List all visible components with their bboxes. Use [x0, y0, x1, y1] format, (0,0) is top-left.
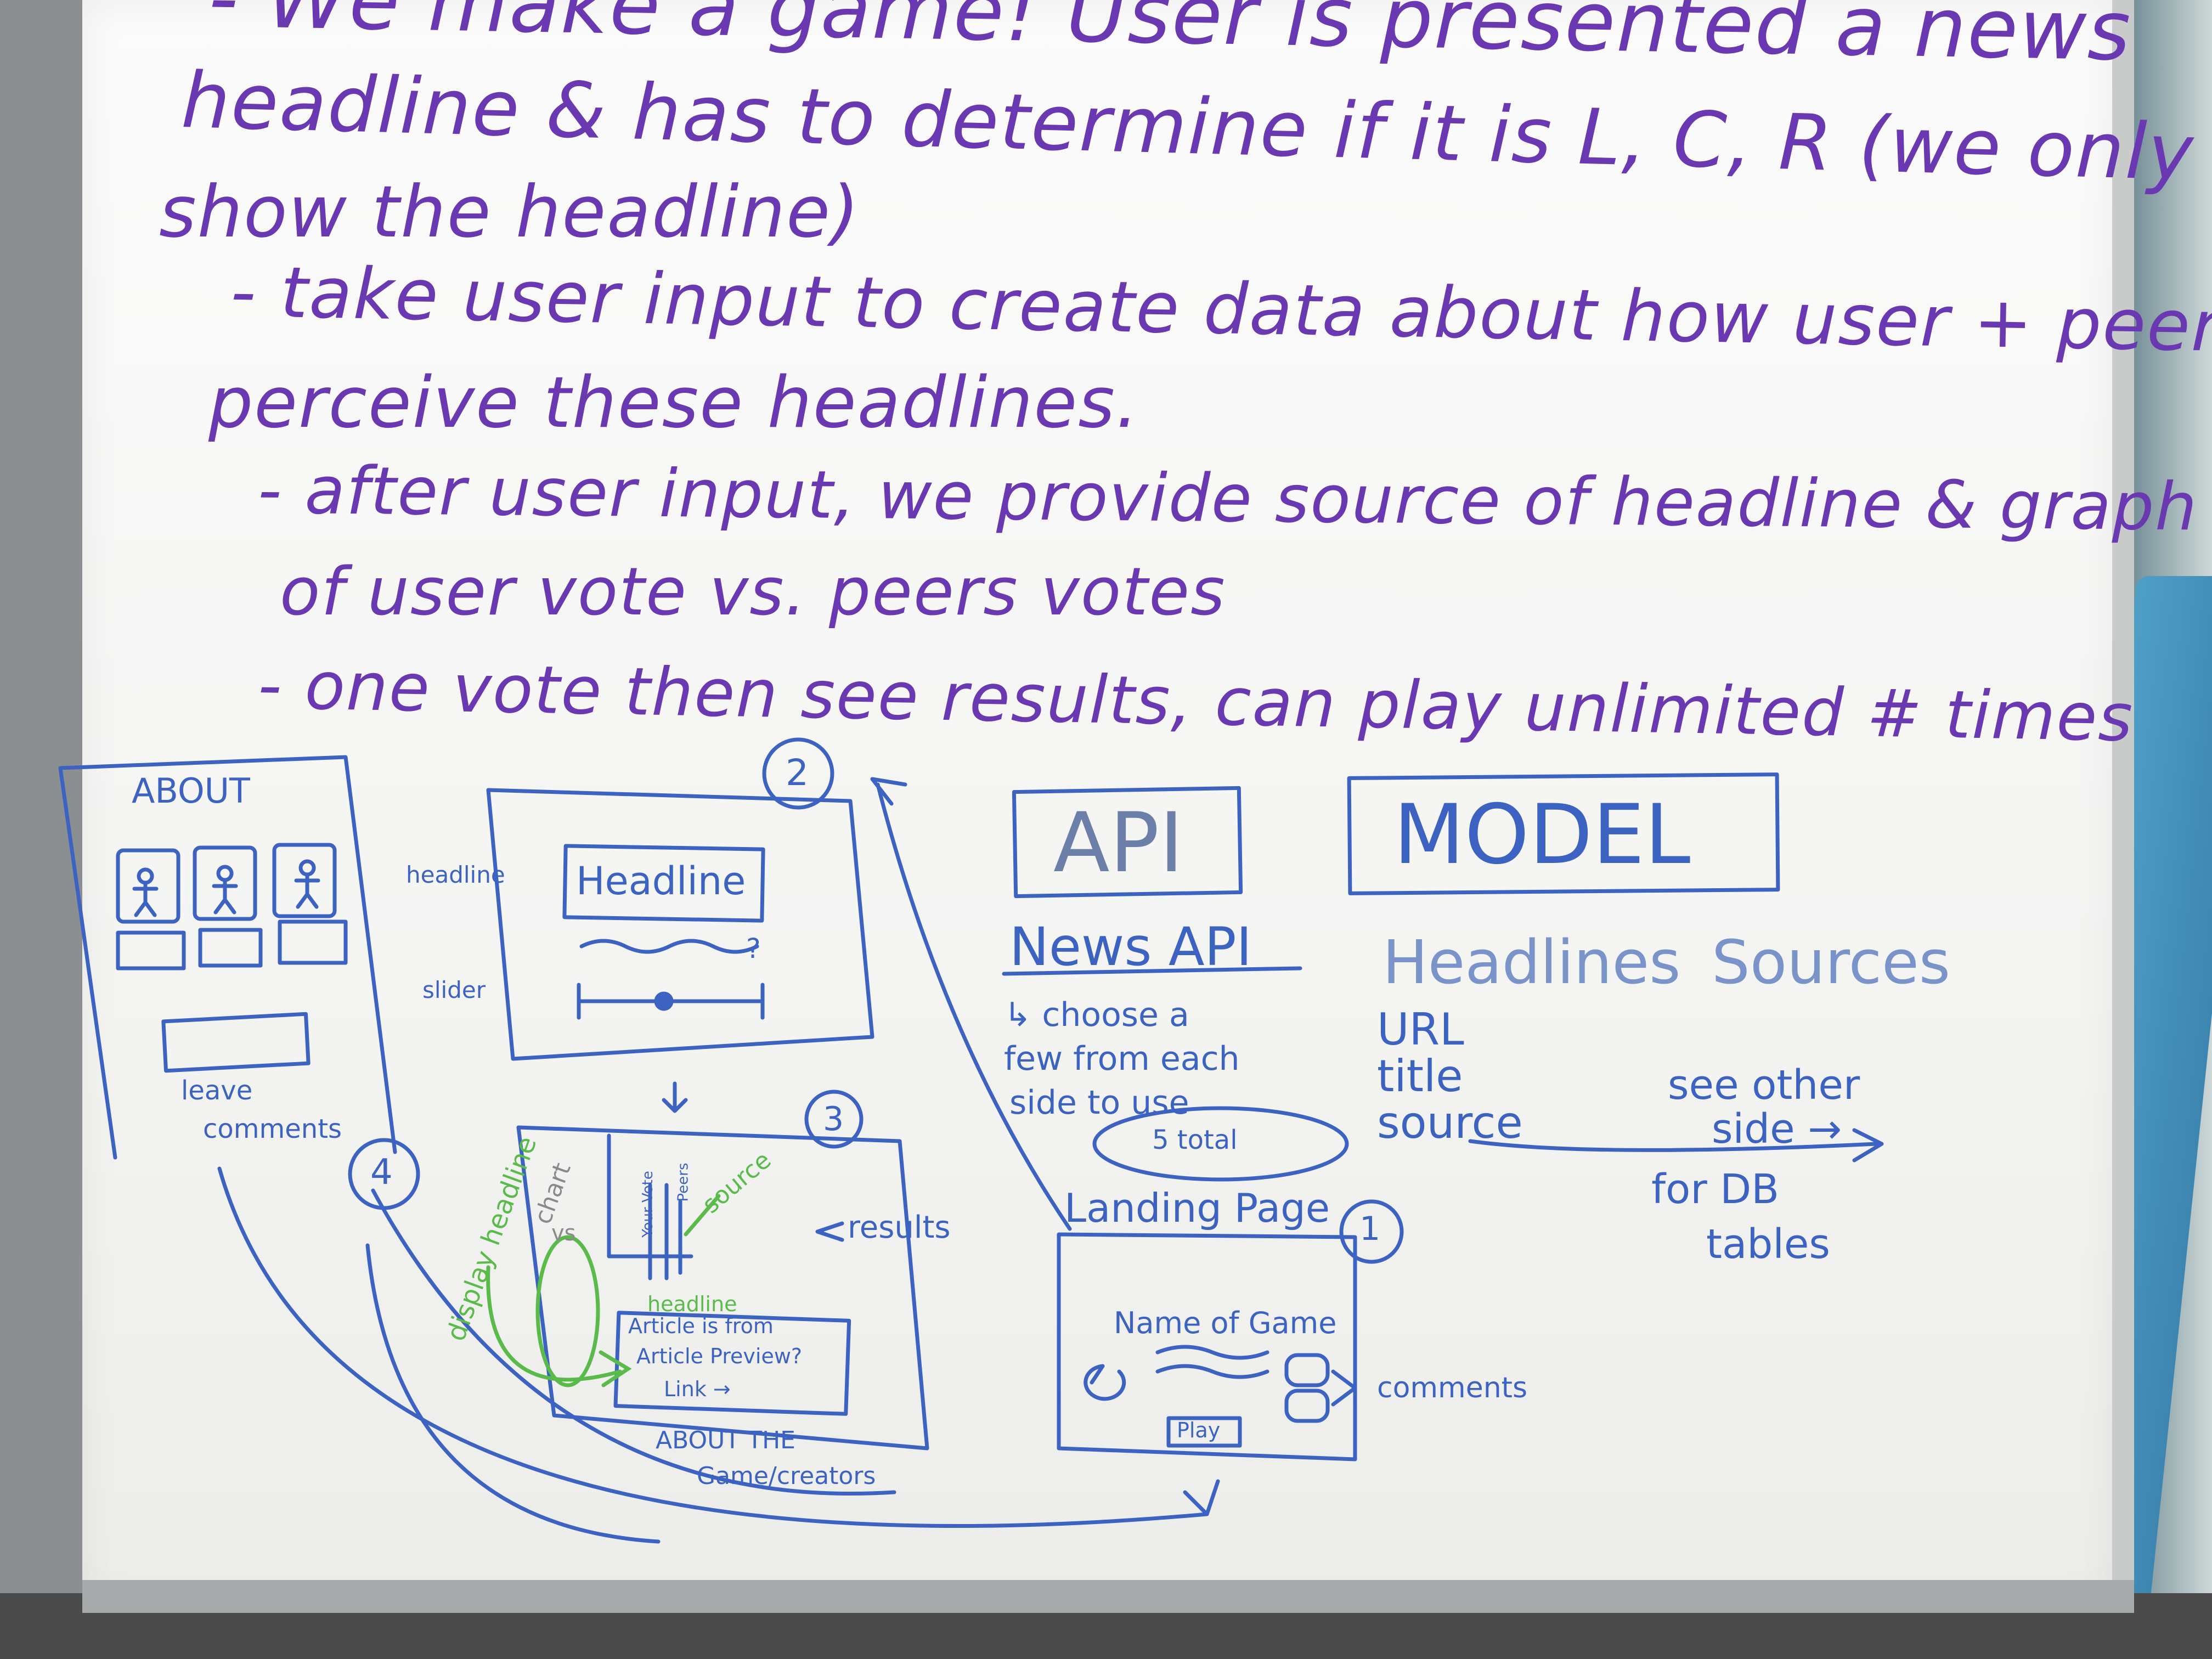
- article-preview: Article Preview?: [636, 1344, 803, 1368]
- results-page-outline: [516, 1125, 929, 1451]
- comments-arrow: [1331, 1369, 1357, 1407]
- landing-title: Landing Page: [1064, 1185, 1330, 1231]
- headline-input-box: [562, 844, 765, 923]
- peers-label: Peers: [675, 1163, 692, 1202]
- page-1-number: 1: [1359, 1210, 1381, 1248]
- landing-squiggle-1: [1155, 1345, 1269, 1360]
- note-line-3: show the headline): [159, 170, 860, 253]
- about-profile-card-2: [193, 845, 257, 921]
- about-link-curve: [371, 1188, 896, 1496]
- headline-page-outline: [486, 788, 874, 1061]
- model-col-headlines: Headlines: [1383, 927, 1681, 997]
- model-col-sources: Sources: [1712, 927, 1951, 997]
- headline-question: ?: [746, 933, 761, 964]
- link-text: Link →: [664, 1377, 731, 1401]
- arrow-to-page-2: [870, 777, 1072, 1231]
- arrow-down: [662, 1081, 688, 1113]
- model-field-title: title: [1377, 1051, 1463, 1102]
- slider-thumb: [654, 991, 674, 1011]
- about-game-1: ABOUT THE: [656, 1426, 795, 1454]
- model-note-4: tables: [1706, 1221, 1830, 1268]
- article-from: Article is from: [628, 1314, 774, 1338]
- results-arrow: [815, 1221, 844, 1242]
- curve-to-landing: [217, 1166, 1220, 1528]
- headline-label: headline: [406, 861, 505, 888]
- page-1-badge: [1339, 1199, 1404, 1264]
- news-api-title: News API: [1009, 916, 1252, 978]
- green-source-arrow: [684, 1194, 721, 1237]
- chart-bars: [648, 1183, 682, 1280]
- curve-from-about: [365, 1243, 661, 1544]
- results-label: results: [848, 1210, 951, 1245]
- page-4-number: 4: [370, 1152, 393, 1193]
- news-api-underline: [1002, 966, 1302, 976]
- api-box: [1012, 786, 1243, 899]
- api-total: 5 total: [1152, 1125, 1238, 1155]
- total-circle: [1092, 1106, 1349, 1182]
- landing-squiggle-2: [1155, 1364, 1269, 1379]
- green-headline-circle: [535, 1235, 600, 1387]
- about-caption-2: [198, 928, 263, 968]
- model-arrow: [1468, 1128, 1884, 1163]
- model-field-source: source: [1377, 1097, 1523, 1148]
- about-caption-1: [116, 930, 186, 970]
- page-3-badge: [804, 1090, 864, 1149]
- about-game-2: Game/creators: [697, 1462, 876, 1490]
- model-note-2: side →: [1712, 1105, 1842, 1153]
- whiteboard: [82, 0, 2134, 1607]
- your-vote-label: Your Vote: [639, 1171, 656, 1238]
- leave-comments-2: comments: [203, 1114, 342, 1144]
- article-preview-box: [613, 1311, 851, 1416]
- headline-small-label: headline: [647, 1292, 737, 1316]
- slider-label: slider: [422, 977, 486, 1003]
- page-3-number: 3: [823, 1100, 844, 1138]
- about-caption-3: [278, 919, 348, 965]
- landing-bubble-icon: [1084, 1364, 1126, 1401]
- about-page-outline: [58, 755, 397, 1160]
- play-button-sketch: [1166, 1416, 1242, 1448]
- headline-box-text: Headline: [576, 859, 746, 904]
- api-note-3: side to use: [1009, 1084, 1189, 1122]
- landing-comment-2: [1284, 1389, 1330, 1423]
- api-note-1: ↳ choose a: [1004, 996, 1189, 1034]
- model-title: MODEL: [1393, 787, 1691, 883]
- page-2-number: 2: [786, 752, 809, 794]
- about-comment-box: [161, 1012, 311, 1073]
- landing-comments: comments: [1377, 1372, 1528, 1404]
- landing-game-name: Name of Game: [1114, 1306, 1337, 1340]
- page-4-badge: [348, 1138, 420, 1210]
- stick-figure-1: [132, 867, 159, 917]
- page-2-badge: [762, 737, 834, 810]
- stick-figure-3: [294, 859, 320, 909]
- model-note-3: for DB: [1651, 1166, 1780, 1213]
- api-title: API: [1053, 795, 1184, 891]
- leave-comments-1: leave: [181, 1075, 253, 1106]
- whiteboard-tray: [82, 1580, 2134, 1613]
- landing-play: Play: [1177, 1418, 1221, 1442]
- api-note-2: few from each: [1004, 1040, 1240, 1078]
- chart-label-2: vs: [551, 1221, 576, 1246]
- model-note-1: see other: [1668, 1062, 1860, 1109]
- green-arrow: [486, 1265, 632, 1387]
- about-profile-card-3: [272, 843, 337, 918]
- about-title: ABOUT: [132, 771, 250, 811]
- landing-comment-1: [1284, 1353, 1330, 1387]
- note-bullet-1-line-2: perceive these headlines.: [208, 362, 1139, 444]
- about-profile-card-1: [116, 848, 180, 924]
- landing-page-outline: [1057, 1232, 1357, 1462]
- model-field-url: URL: [1377, 1004, 1464, 1055]
- stick-figure-2: [212, 865, 238, 915]
- headline-squiggle: [579, 939, 759, 954]
- model-box: [1347, 772, 1780, 895]
- note-bullet-2-line-2: of user vote vs. peers votes: [280, 554, 1226, 630]
